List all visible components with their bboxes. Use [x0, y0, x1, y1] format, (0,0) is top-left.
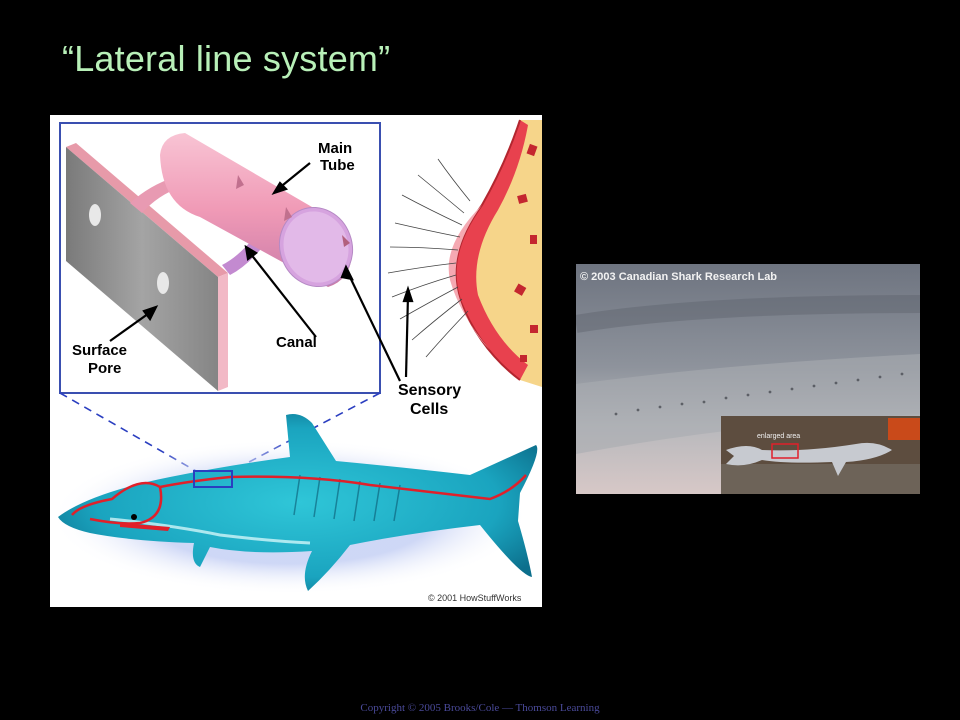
inset-photo: enlarged area — [721, 416, 920, 494]
label-surface-pore: Pore — [88, 360, 121, 377]
inset-label: enlarged area — [757, 433, 800, 440]
surface-pore — [89, 204, 101, 226]
shark-skin-photo: © 2003 Canadian Shark Research Lab enlar… — [576, 264, 920, 494]
main-tube — [160, 133, 353, 288]
label-sensory-cells: Sensory — [398, 382, 461, 399]
label-sensory-cells: Cells — [410, 401, 448, 418]
label-arrows — [109, 162, 414, 382]
shark-illustration — [50, 414, 538, 595]
enlarged-area-box — [771, 443, 799, 459]
slide-title: “Lateral line system” — [62, 38, 391, 79]
surface-pore — [157, 272, 169, 294]
label-surface-pore: Surface — [72, 342, 127, 359]
copyright-footer: Copyright © 2005 Brooks/Cole — Thomson L… — [360, 702, 600, 714]
label-main-tube: Main — [318, 140, 352, 157]
lateral-line-diagram: Main Tube Surface Pore Canal Sensory Cel… — [50, 115, 542, 607]
inset-frame — [59, 122, 381, 394]
label-main-tube: Tube — [320, 157, 355, 174]
surface-plate — [66, 143, 228, 391]
sensory-cells-illustration — [387, 119, 542, 387]
diagram-credit: © 2001 HowStuffWorks — [428, 593, 522, 603]
lateral-line — [159, 474, 527, 501]
lateral-line-highlight-box — [193, 470, 233, 488]
label-canal: Canal — [276, 334, 317, 351]
photo-credit: © 2003 Canadian Shark Research Lab — [580, 271, 777, 283]
lateral-line-pores — [614, 372, 904, 416]
